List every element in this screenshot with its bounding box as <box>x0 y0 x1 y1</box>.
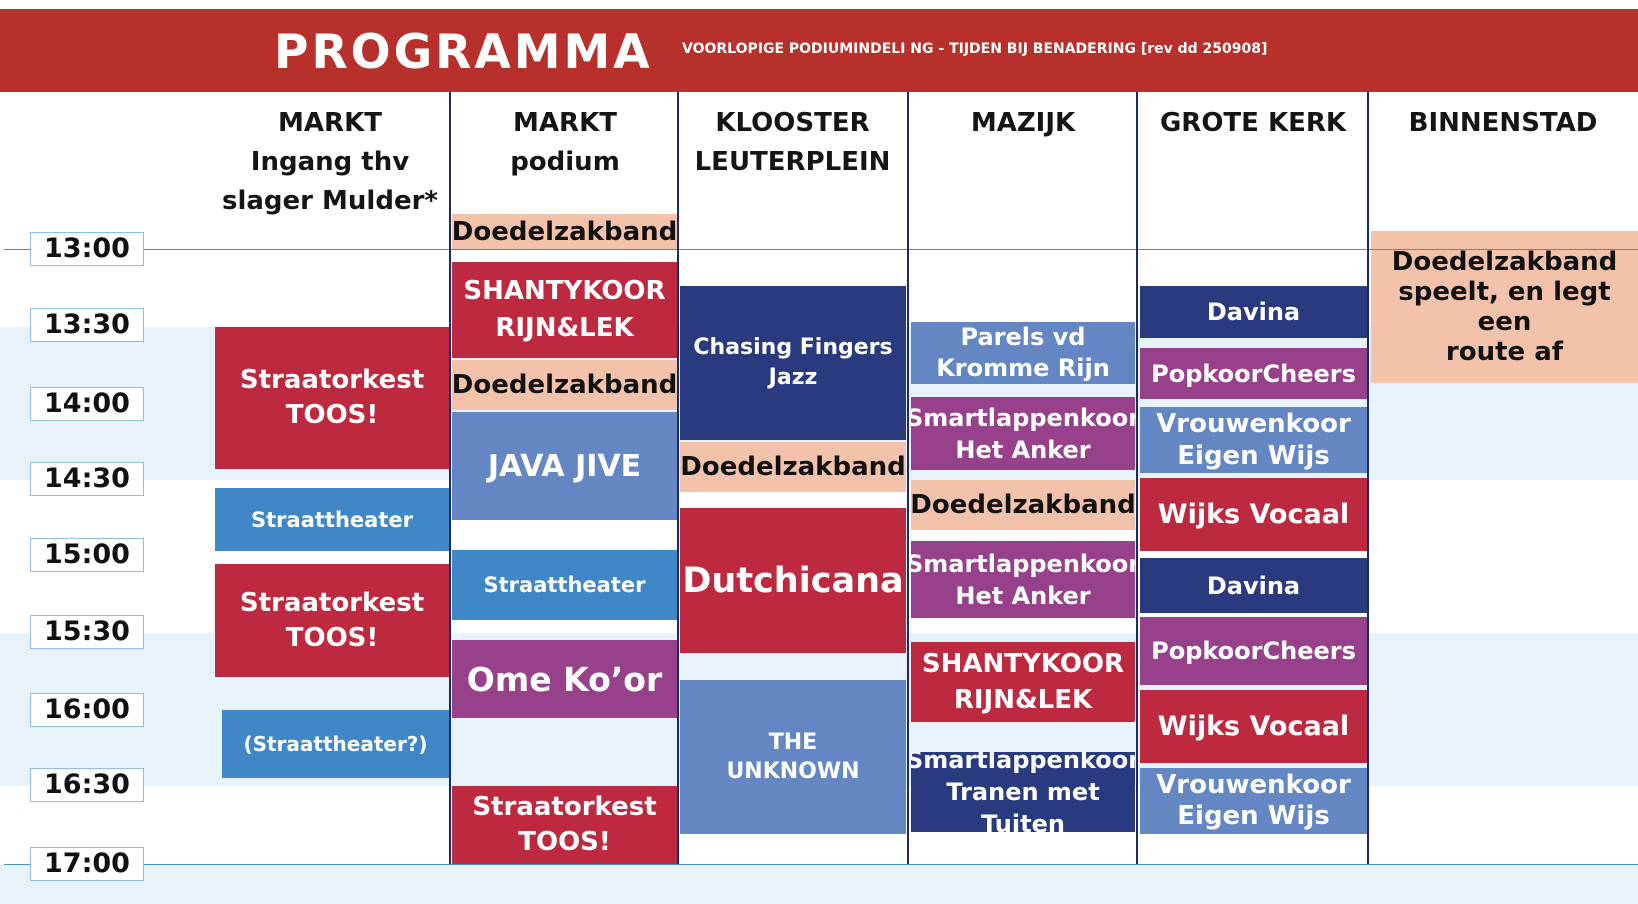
page-subtitle: VOORLOPIGE PODIUMINDELI NG - TIJDEN BIJ … <box>682 41 1268 57</box>
time-label: 16:00 <box>30 693 144 727</box>
event-block: JAVA JIVE <box>452 412 677 520</box>
event-block: Wijks Vocaal <box>1140 690 1367 763</box>
time-label: 13:30 <box>30 308 144 342</box>
time-label: 15:00 <box>30 538 144 572</box>
event-block: SHANTYKOOR RIJN&LEK <box>452 262 677 358</box>
hline-1300 <box>4 249 1638 250</box>
column-heading-markt-ingang: MARKT Ingang thv slager Mulder* <box>221 108 438 216</box>
time-label: 14:30 <box>30 462 144 496</box>
event-block: Vrouwenkoor Eigen Wijs <box>1140 407 1367 473</box>
column-heading-mazijk: MAZIJK <box>970 108 1076 138</box>
event-block: Doedelzakband <box>452 360 677 410</box>
event-block: Smartlappenkoor Tranen met Tuiten <box>911 752 1135 832</box>
time-label: 15:30 <box>30 615 144 649</box>
event-block: Doedelzakband <box>452 214 677 250</box>
column-divider <box>677 92 679 864</box>
event-block: Wijks Vocaal <box>1140 478 1367 551</box>
column-heading-grote-kerk: GROTE KERK <box>1159 108 1347 138</box>
column-heading-markt-podium: MARKT podium <box>510 108 620 177</box>
event-block: Straattheater <box>215 488 449 551</box>
event-block: THE UNKNOWN <box>680 680 906 834</box>
column-heading-klooster: KLOOSTER LEUTERPLEIN <box>694 108 891 177</box>
column-divider <box>907 92 909 864</box>
event-block: Davina <box>1140 558 1367 613</box>
column-heading-binnenstad: BINNENSTAD <box>1408 108 1598 138</box>
column-divider <box>1367 92 1369 864</box>
event-block: Straatorkest TOOS! <box>215 327 449 469</box>
event-block: Doedelzakband speelt, en legt een route … <box>1371 231 1638 383</box>
event-block: Doedelzakband <box>911 480 1135 530</box>
event-block: Smartlappenkoor Het Anker <box>911 541 1135 618</box>
program-header: PROGRAMMA VOORLOPIGE PODIUMINDELI NG - T… <box>0 9 1638 92</box>
event-block: (Straattheater?) <box>222 710 449 778</box>
time-label: 16:30 <box>30 768 144 802</box>
page-title: PROGRAMMA <box>274 25 653 80</box>
event-block: Vrouwenkoor Eigen Wijs <box>1140 768 1367 834</box>
event-block: SHANTYKOOR RIJN&LEK <box>911 642 1135 722</box>
hline-1700 <box>4 864 1638 865</box>
time-label: 13:00 <box>30 232 144 266</box>
event-block: Straattheater <box>452 550 677 620</box>
time-label: 14:00 <box>30 387 144 421</box>
event-block: Smartlappenkoor Het Anker <box>911 397 1135 470</box>
column-divider <box>449 92 451 864</box>
event-block: Doedelzakband <box>680 442 906 492</box>
event-block: PopkoorCheers <box>1140 617 1367 685</box>
event-block: Davina <box>1140 286 1367 338</box>
event-block: PopkoorCheers <box>1140 348 1367 399</box>
event-block: Parels vd Kromme Rijn <box>911 322 1135 384</box>
event-block: Dutchicana <box>680 508 906 653</box>
event-block: Chasing Fingers Jazz <box>680 286 906 440</box>
event-block: Straatorkest TOOS! <box>215 564 449 677</box>
time-label: 17:00 <box>30 847 144 881</box>
time-band <box>0 864 1638 904</box>
column-divider <box>1136 92 1138 864</box>
event-block: Straatorkest TOOS! <box>452 786 677 864</box>
event-block: Ome Ko’or <box>452 640 677 718</box>
